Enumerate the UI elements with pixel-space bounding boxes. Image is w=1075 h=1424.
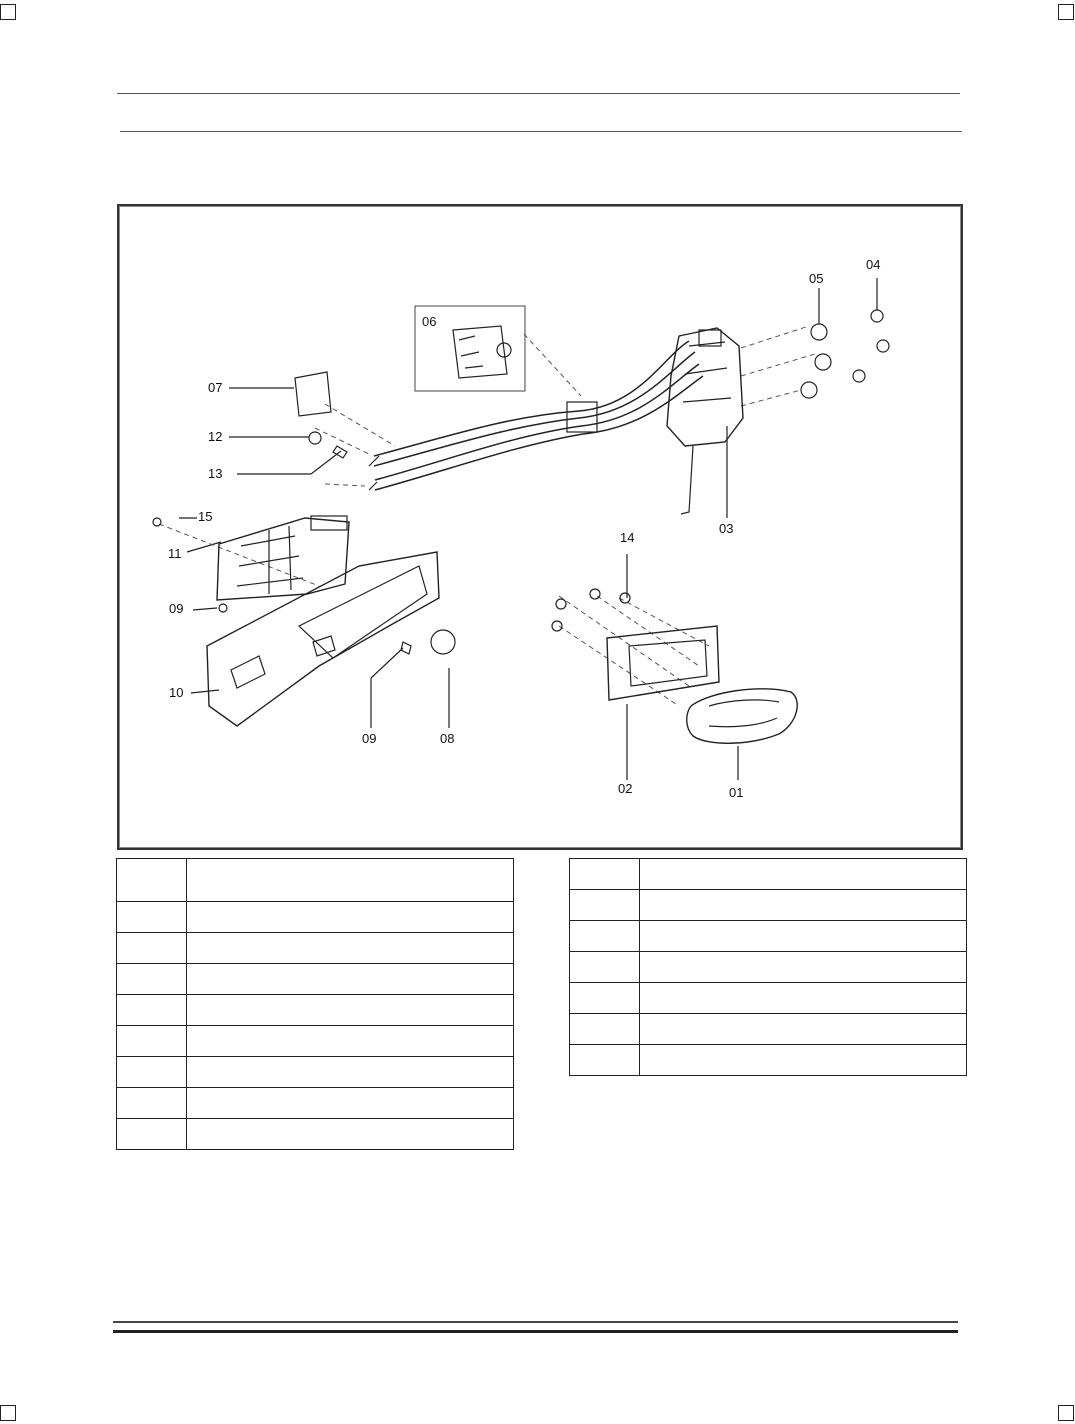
table-cell	[186, 994, 514, 1026]
table-row	[116, 1087, 514, 1119]
table-cell	[186, 858, 514, 902]
table-cell	[639, 920, 967, 952]
parts-table-left	[116, 858, 514, 1150]
table-cell	[116, 1118, 187, 1150]
header-rule-bottom	[120, 131, 962, 132]
table-row	[116, 963, 514, 995]
table-cell	[639, 1013, 967, 1045]
header-rule-top	[117, 93, 960, 94]
table-cell	[116, 1056, 187, 1088]
table-cell	[569, 1044, 640, 1076]
crop-mark-bottom-left	[0, 1405, 16, 1421]
crop-mark-bottom-right	[1058, 1405, 1074, 1421]
table-cell	[186, 1118, 514, 1150]
table-cell	[116, 901, 187, 933]
table-row	[116, 1056, 514, 1088]
leader-09a	[192, 607, 218, 611]
table-cell	[116, 1087, 187, 1119]
callout-11: 11	[168, 546, 182, 561]
table-row	[116, 932, 514, 964]
table-row	[116, 858, 514, 902]
callout-14: 14	[620, 530, 635, 545]
callout-09-left: 09	[169, 601, 184, 616]
callout-07: 07	[208, 380, 223, 395]
callout-12: 12	[208, 429, 223, 444]
table-cell	[186, 1056, 514, 1088]
footer-rule	[113, 1321, 958, 1333]
callout-03: 03	[719, 521, 734, 536]
diagram-drawing	[152, 278, 890, 780]
table-row	[116, 994, 514, 1026]
callout-02: 02	[618, 781, 633, 796]
callout-08: 08	[440, 731, 455, 746]
callout-15: 15	[198, 509, 213, 524]
table-cell	[186, 1087, 514, 1119]
callout-01: 01	[729, 785, 744, 800]
table-row	[116, 901, 514, 933]
callout-09-bottom: 09	[362, 731, 377, 746]
leader-11	[186, 541, 222, 553]
callout-10: 10	[169, 685, 184, 700]
table-cell	[569, 951, 640, 983]
table-row	[569, 951, 967, 983]
callout-13: 13	[208, 466, 223, 481]
leader-10	[190, 689, 220, 694]
parts-table-right	[569, 858, 967, 1076]
table-cell	[569, 858, 640, 890]
table-cell	[569, 920, 640, 952]
crop-mark-top-right	[1058, 4, 1074, 20]
callout-06: 06	[422, 314, 437, 329]
exploded-parts-diagram: 01 02 03 04 05 06 07 08 09 09 10 11 12 1…	[117, 204, 963, 850]
table-cell	[116, 932, 187, 964]
table-cell	[116, 1025, 187, 1057]
table-row	[569, 889, 967, 921]
table-row	[569, 1013, 967, 1045]
table-row	[569, 982, 967, 1014]
table-row	[569, 1044, 967, 1076]
table-row	[569, 858, 967, 890]
table-cell	[639, 982, 967, 1014]
crop-mark-top-left	[0, 4, 16, 20]
callout-05: 05	[809, 271, 824, 286]
table-cell	[186, 932, 514, 964]
table-cell	[116, 994, 187, 1026]
table-cell	[116, 963, 187, 995]
table-cell	[639, 889, 967, 921]
table-row	[116, 1025, 514, 1057]
table-cell	[639, 951, 967, 983]
table-cell	[569, 982, 640, 1014]
table-cell	[186, 901, 514, 933]
table-cell	[186, 963, 514, 995]
table-cell	[569, 889, 640, 921]
table-cell	[569, 1013, 640, 1045]
table-cell	[116, 858, 187, 902]
table-cell	[639, 858, 967, 890]
table-row	[569, 920, 967, 952]
callout-04: 04	[866, 257, 881, 272]
table-row	[116, 1118, 514, 1150]
table-cell	[186, 1025, 514, 1057]
table-cell	[639, 1044, 967, 1076]
